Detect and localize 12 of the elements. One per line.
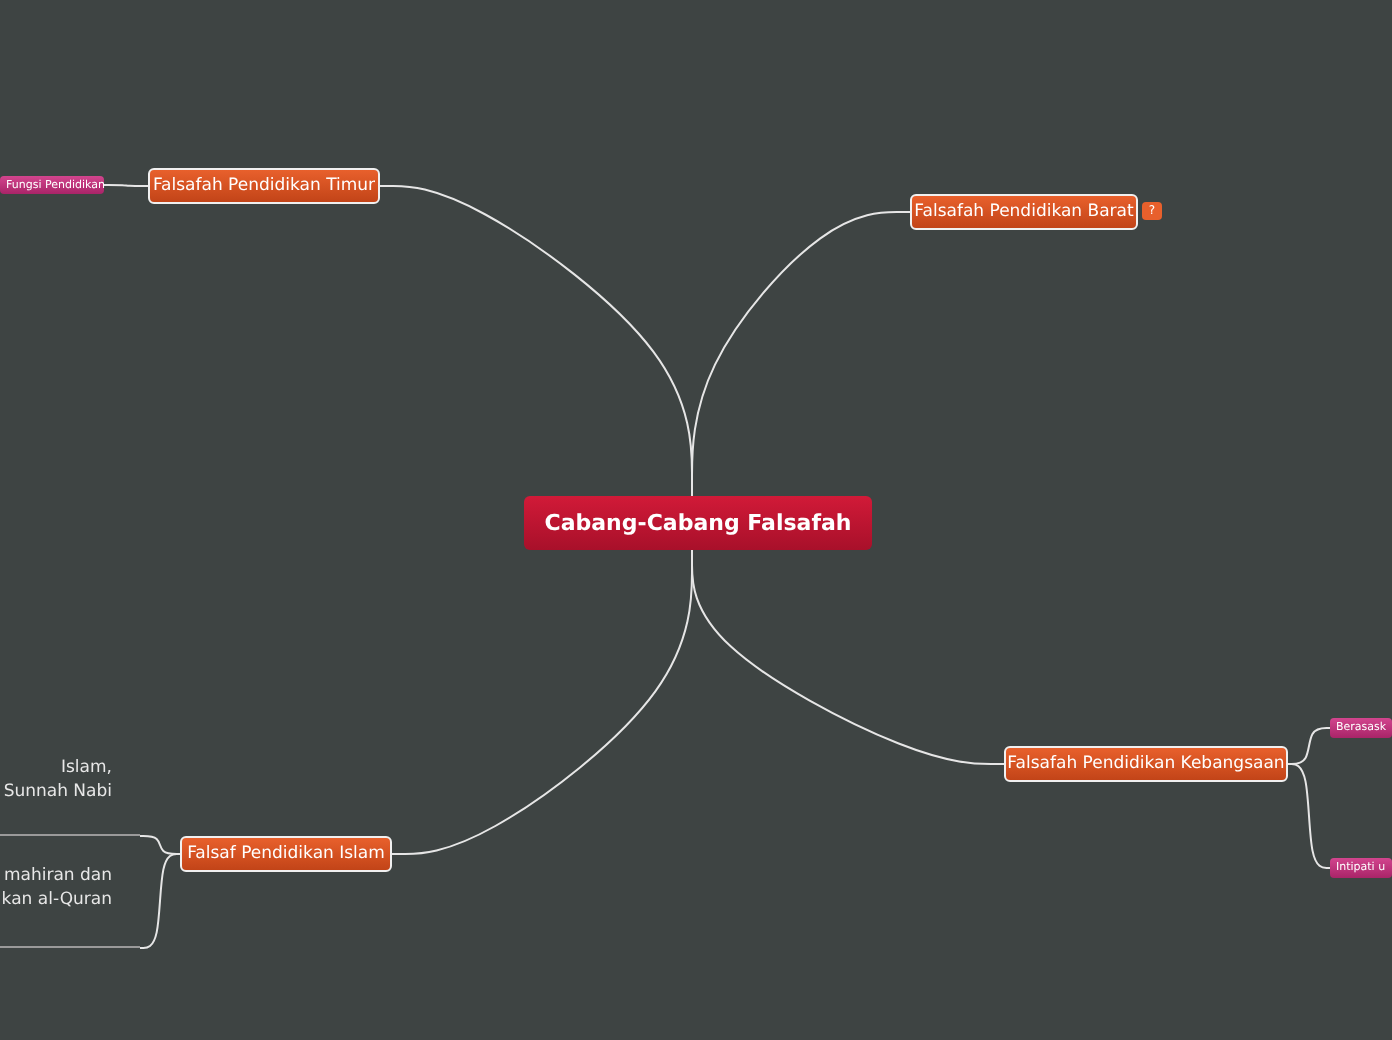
connector-line [1287, 763, 1331, 869]
topic-box: Falsaf Pendidikan Islam [180, 836, 392, 872]
topic-box: Falsafah Pendidikan Timur [148, 168, 380, 204]
topic-text: Islam, Sunnah Nabi [0, 756, 140, 836]
central-topic-box: Cabang-Cabang Falsafah [524, 496, 872, 550]
connector-line [103, 184, 149, 187]
topic-box: Falsafah Pendidikan Barat [910, 194, 1138, 230]
topic-text: mahiran dan kan al-Quran [0, 864, 140, 948]
connector-line [691, 211, 911, 497]
connector-line [391, 549, 693, 855]
connector-line [139, 853, 181, 949]
topic-box: Falsafah Pendidikan Kebangsaan [1004, 746, 1288, 782]
